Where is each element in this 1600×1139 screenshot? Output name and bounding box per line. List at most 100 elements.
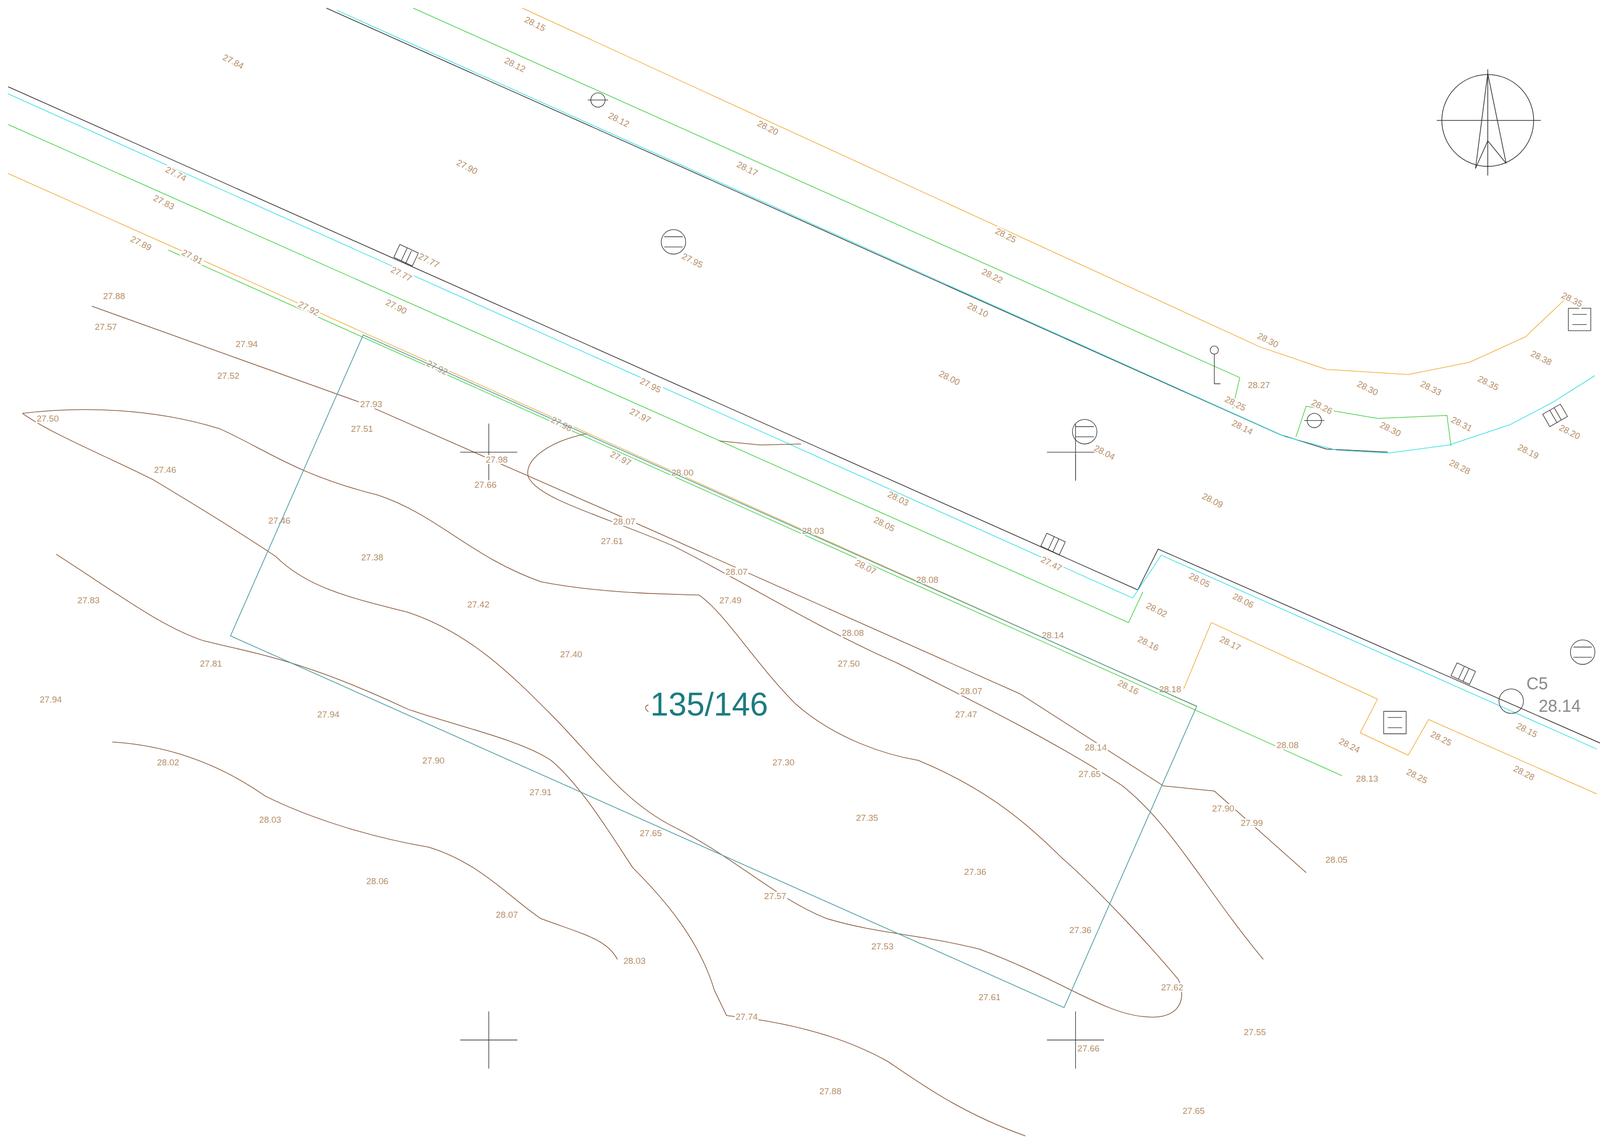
box-symbol (1568, 308, 1591, 331)
spot-height: 27.89 (128, 233, 155, 253)
spot-height: 27.49 (718, 595, 743, 605)
spot-height: 27.50 (35, 413, 61, 423)
spot-height: 27.88 (818, 1086, 843, 1096)
curb-line (336, 10, 1595, 454)
spot-height: 27.77 (416, 250, 442, 270)
parcel-outline (230, 334, 1197, 1008)
green-line (8, 124, 1144, 623)
box-symbol (1383, 711, 1406, 734)
spot-height: 28.15 (1514, 720, 1540, 739)
control-point (1498, 688, 1524, 714)
spot-height: 28.16 (1135, 633, 1162, 653)
spot-height: 28.15 (522, 14, 549, 34)
spot-height: 27.98 (549, 414, 575, 434)
contour-line (56, 554, 1026, 1136)
gully-symbol (1040, 533, 1066, 555)
spot-height: 27.47 (1038, 554, 1065, 573)
manhole-symbol (1570, 639, 1595, 665)
spot-height: 27.90 (1211, 803, 1236, 813)
green-line (413, 8, 1240, 409)
spot-height: 28.09 (1200, 490, 1226, 510)
spot-height: 28.08 (840, 628, 866, 638)
contour-line (527, 433, 1264, 959)
spot-height: 27.91 (179, 247, 206, 266)
gully-symbol (1542, 403, 1568, 427)
spot-height: 27.77 (388, 264, 415, 284)
spot-height: 27.98 (484, 454, 509, 464)
spot-height: 27.51 (350, 424, 375, 434)
green-line (168, 250, 1343, 776)
spot-height: 28.28 (1446, 457, 1473, 476)
grid-cross (460, 423, 1105, 1069)
spot-height: 27.30 (771, 757, 796, 767)
spot-height: 28.03 (257, 814, 283, 824)
spot-height: 27.38 (360, 552, 385, 562)
spot-height: 28.07 (494, 909, 520, 919)
spot-height: 28.14 (1229, 417, 1256, 437)
spot-height: 28.06 (1230, 590, 1257, 610)
spot-height: 28.30 (1254, 330, 1281, 350)
spot-height: 28.31 (1449, 414, 1475, 434)
spot-height: 27.95 (637, 375, 664, 395)
spot-height: 27.74 (163, 164, 190, 184)
spot-height: 27.83 (150, 192, 177, 212)
spot-height: 28.38 (1528, 348, 1555, 367)
gully-symbol (1450, 662, 1476, 685)
spot-height: 28.05 (871, 514, 897, 534)
orange-line (522, 8, 1567, 375)
contour-line (22, 409, 1182, 1017)
spot-height: 28.00 (670, 467, 695, 477)
spot-height: 28.07 (853, 557, 879, 577)
spot-height: 28.05 (1186, 570, 1213, 590)
hydrant-symbol (587, 92, 609, 108)
spot-height: 27.92 (296, 298, 322, 318)
spot-height: 27.52 (216, 371, 241, 380)
spot-height: 28.25 (1222, 393, 1248, 413)
spot-height: 28.24 (1336, 735, 1363, 755)
spot-height: 27.61 (600, 536, 625, 546)
spot-height: 27.47 (954, 709, 979, 719)
spot-height: 28.03 (885, 488, 912, 508)
spot-height: 28.25 (1403, 766, 1430, 786)
spot-height: 28.04 (1091, 442, 1118, 462)
spot-height: 28.14 (1083, 742, 1108, 752)
spot-height: 27.53 (870, 941, 895, 951)
spot-height: 28.30 (1377, 419, 1404, 439)
spot-height: 28.33 (1418, 378, 1445, 398)
spot-height: 27.90 (454, 157, 480, 177)
spot-height: 27.40 (559, 649, 584, 659)
spot-height: 27.36 (963, 867, 988, 876)
spot-height: 28.25 (1428, 728, 1455, 748)
contour-line (91, 305, 1307, 873)
spot-height: 27.84 (220, 52, 246, 71)
spot-height: 28.19 (1515, 441, 1541, 461)
spot-height: 27.94 (38, 694, 63, 704)
spot-height: 27.88 (101, 291, 127, 301)
spot-height: C5 (1525, 675, 1549, 692)
spot-height: 28.06 (365, 876, 390, 886)
spot-height: 27.91 (528, 787, 553, 797)
spot-height: 28.03 (800, 526, 826, 536)
spot-height: 27.35 (854, 813, 880, 822)
spot-height: 28.07 (959, 686, 984, 696)
spot-height: 27.97 (608, 448, 634, 468)
gully-symbol (393, 244, 419, 266)
spot-height: 28.08 (915, 575, 940, 584)
spot-height: 27.74 (734, 1011, 760, 1021)
contour-line (719, 440, 801, 445)
spot-height: 27.46 (153, 465, 178, 475)
spot-height: 27.99 (1239, 818, 1264, 828)
spot-height: 27.81 (198, 658, 224, 668)
spot-height: 27.57 (94, 322, 119, 332)
manhole-symbol (661, 229, 686, 255)
spot-height: 27.66 (473, 480, 498, 489)
spot-height: 28.20 (755, 118, 781, 137)
spot-height: 27.36 (1068, 925, 1093, 935)
spot-height: 27.95 (679, 250, 706, 270)
spot-height: 28.35 (1559, 290, 1585, 309)
spot-height: 27.93 (359, 399, 384, 409)
green-line (1295, 406, 1451, 446)
spot-height: 27.90 (421, 755, 446, 765)
spot-height: 28.12 (501, 55, 528, 75)
